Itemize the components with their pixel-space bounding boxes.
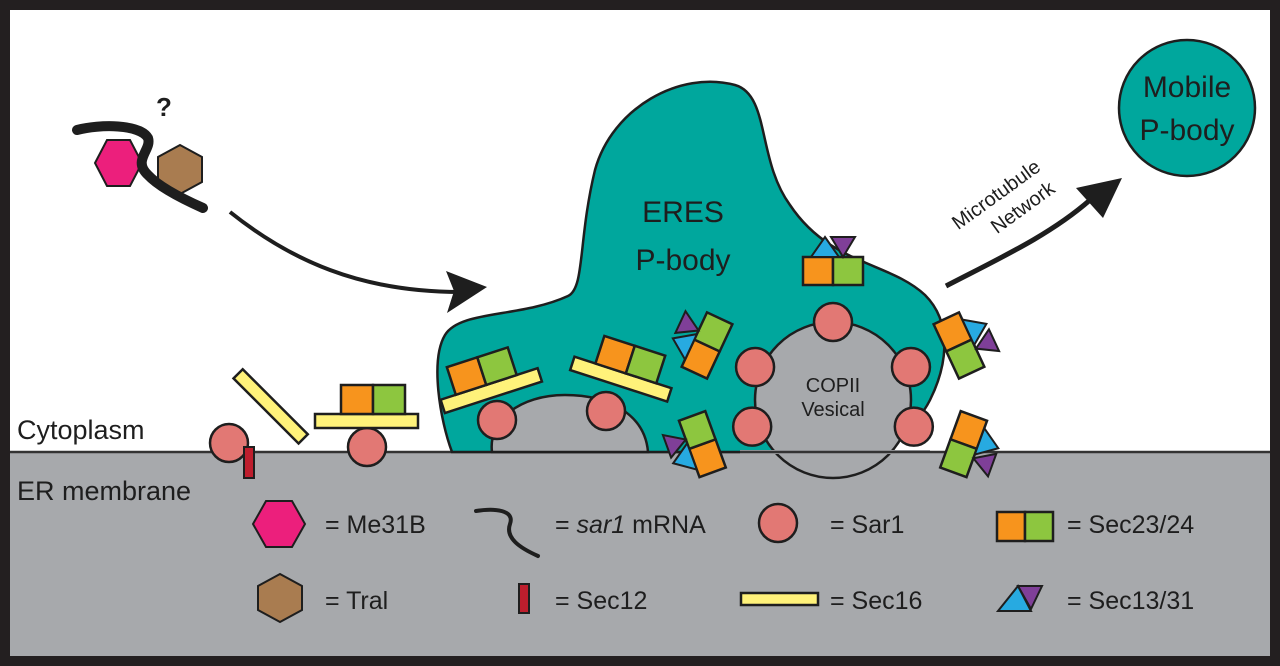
me31b-legend-icon: [251, 500, 307, 548]
mobile-pbody: [1117, 38, 1257, 178]
legend-sar1-mrna: = sar1 mRNA: [555, 511, 706, 539]
sec31-triangle: [974, 327, 1001, 353]
sec24-square: [677, 409, 718, 451]
sec16-bar: [231, 367, 310, 446]
sar1-circle: [346, 426, 388, 468]
legend-sec16: = Sec16: [830, 587, 922, 615]
sar1-circle: [476, 399, 518, 441]
coat-complex: [931, 310, 1001, 381]
sar1-circle: [893, 406, 935, 447]
question-mark: ?: [156, 92, 172, 122]
microtubule-arrowhead-icon: [1076, 178, 1122, 218]
sec23-square: [801, 255, 835, 287]
sar1-circle: [734, 346, 776, 388]
sar1-circle: [208, 422, 250, 464]
sec24-square: [624, 344, 667, 385]
coat-complex: [671, 309, 735, 381]
legend-sec12: = Sec12: [555, 587, 647, 615]
recruitment-arrow: [228, 210, 461, 294]
sar1-circle: [731, 406, 773, 447]
sec23-square: [339, 383, 375, 416]
mobile-label-2: P-body: [1139, 114, 1234, 147]
sec31-triangle: [673, 309, 701, 335]
sec13-triangle: [960, 318, 988, 348]
copii-coat: [661, 235, 1001, 479]
eres-label-1: ERES: [642, 196, 724, 229]
legend-sec23-24: = Sec23/24: [1067, 511, 1194, 539]
sec24-square: [475, 345, 519, 387]
legend: = Me31B = sar1 mRNA = Sar1 = Sec23/24 = …: [251, 500, 1194, 624]
sar1-circle: [585, 390, 627, 432]
coat-complex: [801, 235, 865, 287]
copii-label-1: COPII: [806, 375, 860, 397]
coat-complex: [661, 409, 728, 479]
er-membrane-label: ER membrane: [17, 476, 191, 506]
sec24-square: [938, 437, 979, 479]
sec31-triangle: [661, 433, 688, 460]
sar1-circle: [890, 346, 932, 388]
tral-legend-icon: [257, 572, 303, 624]
sec24-legend-icon: [1023, 510, 1055, 543]
mrnp-complex: ?: [72, 92, 208, 213]
er-membrane-region: [10, 452, 1270, 656]
legend-sar1: = Sar1: [830, 511, 904, 539]
eres-label-2: P-body: [635, 244, 730, 277]
sec24-square: [831, 255, 865, 287]
legend-sec13-31: = Sec13/31: [1067, 587, 1194, 615]
sec16-legend-icon: [739, 591, 820, 607]
recruitment-arrowhead-icon: [446, 271, 487, 313]
sar1-circle: [812, 301, 854, 343]
sec12-bar: [243, 446, 255, 479]
legend-me31b: = Me31B: [325, 511, 426, 539]
sar1-mrna-strand: [72, 121, 208, 213]
microtubule-arrow: [944, 198, 1092, 289]
copii-label-2: Vesical: [801, 399, 864, 421]
sec24-square: [692, 310, 735, 354]
sec23-legend-icon: [995, 510, 1027, 543]
mobile-label-1: Mobile: [1143, 71, 1231, 104]
mrna-legend-icon: [474, 507, 540, 558]
cytoplasm-label: Cytoplasm: [17, 415, 145, 445]
coat-complex: [938, 409, 1000, 479]
sec16-bar: [313, 412, 420, 430]
sec13-triangle: [671, 332, 699, 362]
sec24-square: [371, 383, 407, 416]
sec13-triangle: [973, 426, 1000, 457]
sec13-triangle: [671, 441, 699, 472]
sec13-triangle: [809, 235, 841, 258]
sec31-legend-icon: [1016, 585, 1044, 612]
legend-tral: = Tral: [325, 587, 388, 615]
sar1-legend-icon: [757, 502, 799, 544]
sec31-triangle: [971, 452, 998, 479]
sec12-legend-icon: [518, 583, 530, 614]
sec31-triangle: [829, 236, 857, 259]
